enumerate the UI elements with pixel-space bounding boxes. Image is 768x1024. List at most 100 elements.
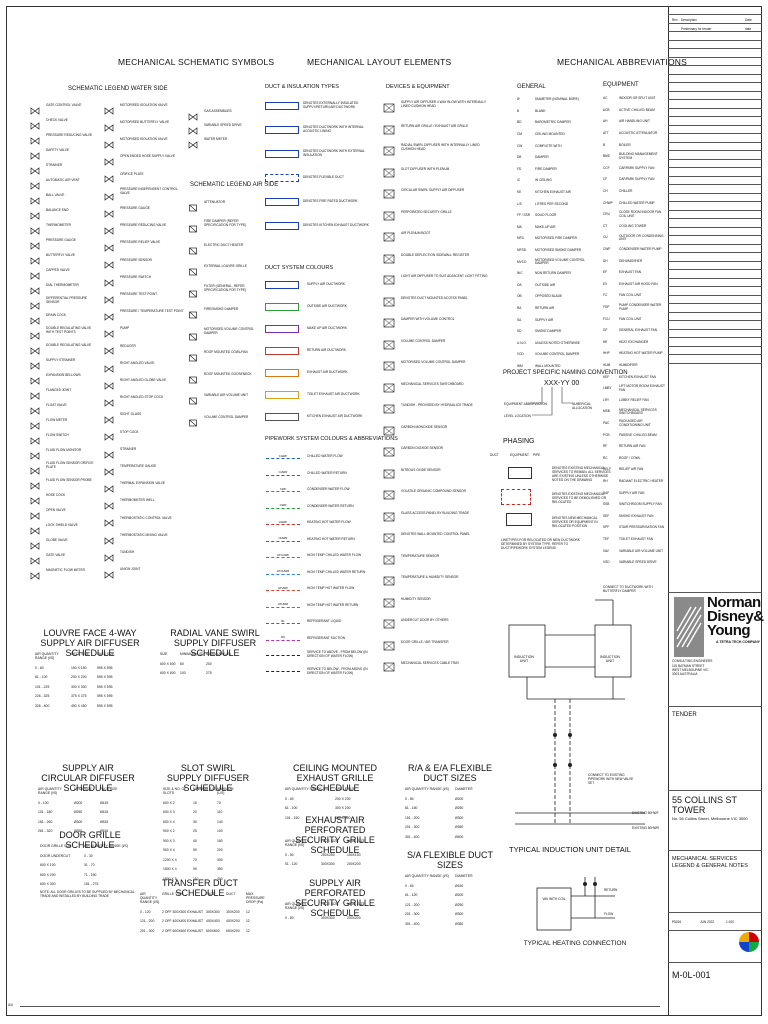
schedule-cell: 595 X 595 xyxy=(97,675,113,680)
pipework-line xyxy=(266,606,300,608)
schedule-cell: 201 - 300 xyxy=(405,825,420,830)
symbol-label: GATE CONTROL VALVE xyxy=(46,102,82,107)
revision-row-line xyxy=(668,294,762,296)
device-row: TUNDISH - PROVIDED BY HYDRAULICS TRADE xyxy=(383,399,499,414)
symbol-label: STRAINER xyxy=(120,446,137,451)
symbol-label: LOCK SHIELD VALVE xyxy=(46,522,78,527)
device-label: TUNDISH - PROVIDED BY HYDRAULICS TRADE xyxy=(401,403,473,408)
drawing-title: MECHANICAL SERVICES LEGEND & GENERAL NOT… xyxy=(672,856,748,869)
pipework-symbol: HHWF xyxy=(265,520,301,526)
revision-row-line xyxy=(668,243,762,245)
symbol-row: FILTER (GENERAL, REFER SPECIFICATION FOR… xyxy=(188,284,258,297)
symbol-row: VOLUME CONTROL DAMPER xyxy=(188,413,258,426)
device-label: SUPPLY AIR DIFFUSER 4 WAY BLOW WITH INTE… xyxy=(401,100,487,108)
symbol-icon xyxy=(104,308,114,321)
symbol-label: ROOF MOUNTED COWL/FAN xyxy=(204,350,248,355)
revision-row-line xyxy=(668,184,762,185)
revision-row-line xyxy=(668,124,762,126)
abbrev-meaning: RETURN AIR FAN xyxy=(619,444,646,449)
revision-row-line xyxy=(668,320,762,321)
symbol-label: PRESSURE REDUCING VALVE xyxy=(46,132,93,137)
abbrev-meaning: MOTORISED VOLUME CONTROL DAMPER xyxy=(535,257,585,266)
abbrev-meaning: BLANK xyxy=(535,108,546,113)
schedule-cell: 250X250 xyxy=(321,852,335,857)
revision-row-line xyxy=(668,269,762,270)
company-logo-text: Norman Disney& Young xyxy=(707,594,764,639)
abbrev-meaning: ACTIVE CHILLED BEAM xyxy=(619,107,655,112)
device-icon xyxy=(383,444,395,457)
revision-row-line xyxy=(668,277,762,279)
symbol-row: PRESSURE REDUCING VALVE xyxy=(104,221,184,235)
symbol-row: EXPANSION BELLOWS xyxy=(30,371,100,385)
schedule-cell: 90 xyxy=(193,867,197,872)
device-label: AIR PLENUM BOOT xyxy=(401,231,431,236)
revision-row-line xyxy=(668,99,762,100)
pipework-symbol: CWF xyxy=(265,487,301,493)
device-row: TEMPERATURE & HUMIDITY SENSOR xyxy=(383,571,499,586)
pipework-row: SERVICE TO BELOW - FROM ABOVE (IN DIRECT… xyxy=(265,665,380,679)
schematic-title: MECHANICAL SCHEMATIC SYMBOLS xyxy=(118,57,275,67)
duct-colour-swatch xyxy=(265,369,299,377)
project-address: No. 55 Collins Street, Melbourne VIC 300… xyxy=(672,816,748,821)
schedule-cell: 61 - 100 xyxy=(285,806,298,811)
abbrev-meaning: NON RETURN DAMPER xyxy=(535,271,571,276)
schedule-header-cell: NECK SIZE xyxy=(347,902,365,906)
symbol-icon xyxy=(188,285,198,297)
schedule-cell: 275 xyxy=(206,671,212,676)
symbol-label: GLOBE VALVE xyxy=(46,537,68,542)
abbrev-meaning: CONDENSER WATER PUMP xyxy=(619,247,662,251)
duct-type-row: DENOTES EXTERNALLY INSULATED SUPPLY/RETU… xyxy=(265,98,380,114)
symbol-icon xyxy=(30,162,40,175)
symbol-icon xyxy=(104,256,114,269)
schedule-cell: 0 - 120 xyxy=(140,909,151,914)
pipework-code: HTHWR xyxy=(277,602,289,607)
symbol-label: PRESSURE SENSOR xyxy=(120,257,152,262)
device-icon xyxy=(383,186,395,199)
schedule-cell: 900 X 4 xyxy=(163,848,175,853)
symbol-row: DOUBLE REGULATING VALVE WITH TEST POINTS xyxy=(30,326,100,340)
device-row: DAMPER WITH VOLUME CONTROL xyxy=(383,313,499,328)
device-icon xyxy=(383,380,395,392)
symbol-row: PRESSURE / TEMPERATURE TEST POINT xyxy=(104,307,184,321)
symbol-icon xyxy=(188,371,198,383)
symbol-label: VOLUME CONTROL DAMPER xyxy=(204,414,249,419)
schedule-cell: 61 - 100 xyxy=(35,675,48,680)
symbol-row: MOTORISED BUTTERFLY VALVE xyxy=(104,118,184,132)
pipework-line xyxy=(266,671,300,672)
symbol-row: SAFETY VALVE xyxy=(30,146,100,160)
schedule-cell: 2 OFF 600X600 EXHAUST xyxy=(162,928,204,933)
symbol-row: OPEN ENDED HOSE SUPPLY VALVE xyxy=(104,153,184,166)
symbol-label: TUNDISH xyxy=(120,549,135,554)
schedule-cell: 25 xyxy=(193,829,197,834)
device-row: CIRCULAR SWIRL SUPPLY AIR DIFFUSER xyxy=(383,184,499,199)
symbol-label: GAS ASSEMBLIES xyxy=(204,108,232,113)
revision-row-line xyxy=(668,362,762,364)
schedule-cell: 226 - 325 xyxy=(35,694,50,699)
symbol-row: DIFFERENTIAL PRESSURE SENSOR xyxy=(30,296,100,310)
pipework-label: CONDENSER WATER FLOW xyxy=(307,487,350,492)
schedule-cell: 375 X 375 xyxy=(71,694,87,699)
schedule-header: AIR QUANTITY RANGE (l/S)DIAMETER xyxy=(405,874,485,878)
schedule-cell: 0 - 60 xyxy=(405,883,414,888)
schedule-cell: DOOR UNDERCUT xyxy=(40,853,71,858)
job-number: P5026 xyxy=(672,920,682,924)
abbrev-code: DB xyxy=(517,155,522,160)
schedule-cell: Ø515 xyxy=(100,819,109,824)
symbol-row: FLUID FLOW MONITOR xyxy=(30,446,100,460)
pipework-symbol: HTCHWR xyxy=(265,570,301,575)
pipework-symbol xyxy=(265,671,301,672)
